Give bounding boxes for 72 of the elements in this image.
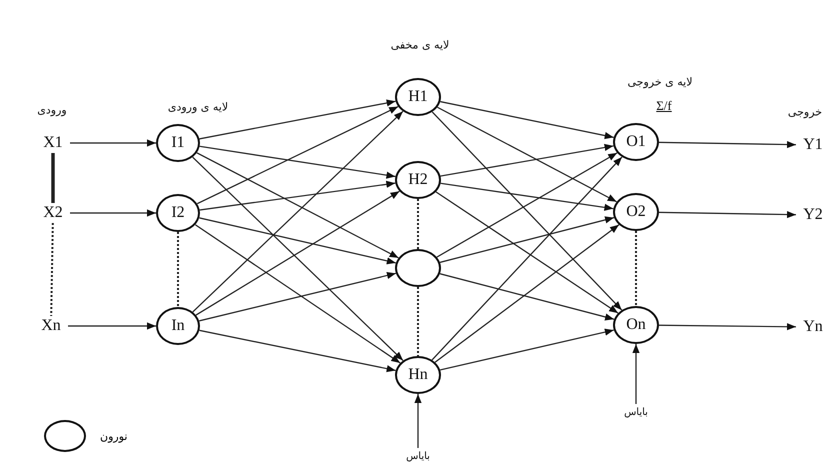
neuron-circle (156, 194, 200, 232)
arrow (440, 328, 614, 370)
arrow (199, 217, 396, 264)
arrow (632, 344, 640, 404)
neuron-label: O1 (626, 133, 646, 151)
neuron-circle (395, 161, 441, 199)
connector-line (635, 231, 637, 306)
neuron-label: Hn (408, 366, 428, 384)
bias-label: بایاس (624, 406, 648, 418)
neuron-circle (613, 193, 659, 231)
variable-label: Yn (803, 318, 823, 336)
arrow (437, 106, 617, 202)
variable-label: X1 (43, 134, 63, 152)
arrow (199, 330, 396, 372)
arrow (436, 191, 618, 314)
arrow (436, 152, 618, 258)
arrow (200, 146, 396, 179)
arrow (199, 99, 396, 140)
neuron-label: H1 (408, 88, 428, 106)
connector-line (177, 232, 179, 307)
neuron-label: I1 (171, 134, 185, 152)
arrow (658, 140, 796, 148)
arrow (440, 144, 614, 177)
arrow (432, 112, 622, 310)
arrow (200, 180, 396, 211)
variable-label: Xn (41, 317, 61, 335)
connector-line (50, 222, 54, 316)
neuron-circle (395, 78, 441, 116)
arrow (68, 322, 156, 330)
layer-title: خروجی (788, 106, 822, 118)
arrow (414, 394, 422, 448)
neuron-circle (156, 307, 200, 345)
connector-line (417, 287, 419, 356)
arrow (434, 224, 620, 363)
layer-title: ورودی (37, 104, 67, 116)
connector-line (417, 199, 419, 249)
arrow (440, 182, 614, 211)
layer-title: لایه ی مخفی (390, 38, 450, 52)
neuron-label: O2 (626, 203, 646, 221)
bias-label: بایاس (406, 450, 430, 462)
arrow (196, 106, 398, 204)
neuron-circle (395, 249, 441, 287)
connector-line (51, 153, 55, 203)
arrow (70, 209, 156, 217)
neuron-circle (613, 306, 659, 344)
arrow (658, 210, 796, 218)
arrow (196, 190, 400, 316)
neuron-label: H2 (408, 171, 428, 189)
arrow (440, 273, 614, 320)
arrow (432, 156, 622, 360)
arrow (440, 101, 614, 140)
variable-label: Y1 (803, 136, 823, 154)
layer-title: لایه ی خروجی (628, 76, 692, 88)
arrow (192, 156, 404, 361)
arrow (659, 323, 796, 330)
neuron-label: I2 (171, 204, 185, 222)
arrow (192, 110, 404, 312)
arrow (195, 224, 401, 364)
neuron-circle (613, 123, 659, 161)
variable-label: Y2 (803, 206, 823, 224)
arrow (440, 216, 614, 263)
legend-label: نورون (100, 430, 128, 442)
neuron-circle (156, 124, 200, 162)
function-symbol: Σ/f (656, 98, 672, 114)
arrow (199, 272, 396, 322)
neuron-label: In (171, 317, 185, 335)
layer-title: لایه ی ورودی (168, 100, 228, 114)
arrow (196, 152, 399, 258)
neuron-circle (395, 356, 441, 394)
arrow (70, 139, 156, 147)
neuron-label: On (626, 316, 646, 334)
variable-label: X2 (43, 204, 63, 222)
